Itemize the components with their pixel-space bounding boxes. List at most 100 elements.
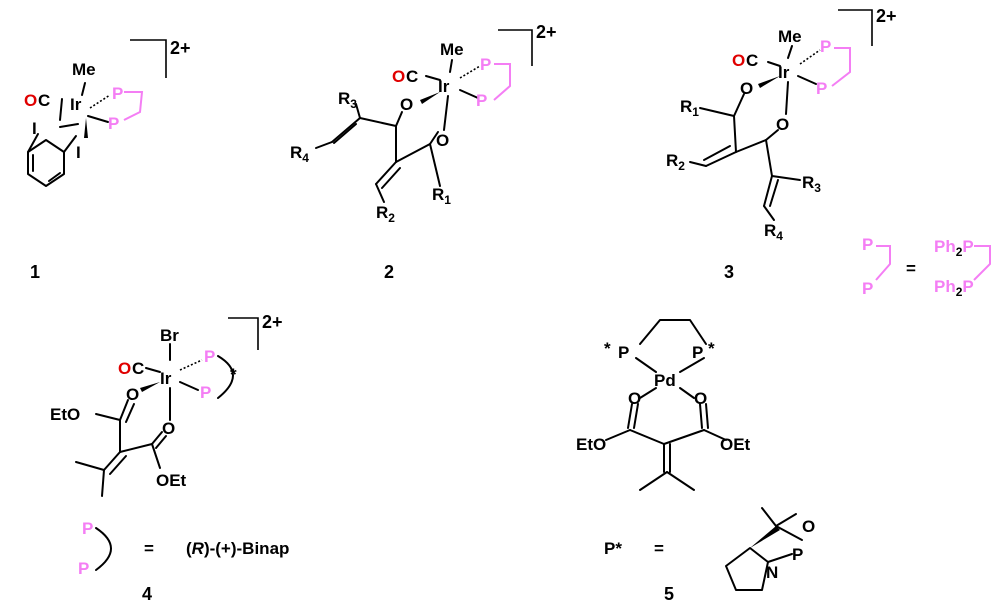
compound-number: 1 [30, 262, 40, 282]
charge-bracket [498, 29, 533, 66]
ester-label-b: OEt [156, 471, 187, 490]
charge-label: 2+ [262, 312, 283, 332]
oxygen-label-b: O [776, 115, 789, 134]
ir-o-wedge [758, 76, 780, 88]
ester-label-b: OEt [720, 435, 751, 454]
iridium-label: Ir [70, 95, 82, 114]
palladium-label: Pd [654, 371, 676, 390]
ring-oxygen: O [802, 517, 815, 536]
ester-label-a: EtO [50, 405, 80, 424]
methyl-label: Me [778, 27, 802, 46]
charge-bracket [838, 9, 873, 46]
ph2p-bottom: Ph2P [934, 277, 974, 299]
legend-p-bottom: P [78, 559, 89, 578]
oxygen-label-a: O [400, 95, 413, 114]
ir-me-bond [81, 82, 86, 96]
iodo-label-b: I [76, 143, 81, 162]
carbonyl-carbon: C [38, 91, 50, 110]
chiral-star: * [230, 365, 237, 384]
ir-p-bond [87, 115, 109, 123]
dppe-backbone [831, 47, 851, 87]
ester-label-a: EtO [576, 435, 606, 454]
oxygen-label-b: O [162, 419, 175, 438]
ph2p-top: Ph2P [934, 237, 974, 259]
r3-label: R3 [338, 89, 357, 111]
legend-p-bottom: P [862, 279, 873, 298]
phosphorus-label-b: P [692, 343, 703, 362]
binap-legend: P P = (R)-(+)-Binap [78, 519, 289, 578]
dppe-structure [973, 245, 991, 281]
charge-label: 2+ [876, 6, 897, 26]
carbonyl-carbon: C [746, 51, 758, 70]
r1-label: R1 [680, 97, 699, 119]
oxygen-label-b: O [436, 131, 449, 150]
ir-p-hashed [89, 94, 111, 109]
r2-label: R2 [376, 203, 395, 225]
iridium-label: Ir [438, 77, 450, 96]
chiral-star-a: * [604, 339, 611, 358]
methyl-label: Me [440, 40, 464, 59]
charge-label: 2+ [170, 38, 191, 58]
phosphorus-label-b: P [108, 114, 119, 133]
carbonyl-carbon: C [132, 359, 144, 378]
legend-p-top: P [82, 519, 93, 538]
ir-co-bond [59, 98, 63, 121]
carbonyl-oxygen: O [732, 51, 745, 70]
ir-o-wedge [140, 382, 160, 392]
compound-4: 2+ Br O C Ir P P * O O EtO OEt 4 [50, 312, 283, 604]
compound-2: 2+ Me O C Ir P P O O R3 R4 R2 R1 2 [290, 22, 557, 282]
dppe-backbone [493, 63, 511, 101]
r2-label: R2 [666, 151, 685, 173]
r4-label: R4 [290, 143, 309, 165]
binap-name: (R)-(+)-Binap [186, 539, 289, 558]
legend-p-top: P [862, 235, 873, 254]
compound-5: * P P * Pd O O EtO OEt 5 [576, 319, 751, 604]
compound-number: 4 [142, 584, 152, 604]
charge-bracket [130, 39, 167, 78]
charge-label: 2+ [536, 22, 557, 42]
ring-nitrogen: N [766, 563, 778, 582]
r1-label: R1 [432, 185, 451, 207]
legend-equals: = [144, 539, 154, 558]
iridium-label: Ir [160, 369, 172, 388]
oxygen-label-a: O [740, 79, 753, 98]
methyl-label: Me [72, 60, 96, 79]
legend-equals: = [654, 539, 664, 558]
compound-1: 2+ Me O C Ir I I P P 1 [24, 38, 191, 282]
phosphorus-label-a: P [618, 343, 629, 362]
binap-symbol [95, 527, 112, 571]
compound-3: 2+ Me O C Ir P P O O R1 R2 R3 R4 3 [666, 6, 897, 282]
stereo-wedge [750, 526, 780, 548]
benzene-ring [27, 139, 65, 187]
carbonyl-oxygen: O [24, 91, 37, 110]
charge-bracket [228, 317, 259, 350]
oxygen-label-b: O [694, 389, 707, 408]
ir-i-bond [59, 123, 79, 128]
diphosphine-backbone [639, 319, 707, 345]
oxygen-label-a: O [628, 389, 641, 408]
r3-label: R3 [802, 173, 821, 195]
compound-number: 5 [664, 584, 674, 604]
phosphorus-label-b: P [200, 383, 211, 402]
phosphorus-label-b: P [476, 91, 487, 110]
phosphorus-label-b: P [816, 79, 827, 98]
iridium-label: Ir [778, 63, 790, 82]
legend-equals: = [906, 259, 916, 278]
bromo-label: Br [160, 326, 179, 345]
r4-label: R4 [764, 221, 783, 243]
dppe-legend: P P = Ph2P Ph2P [862, 235, 991, 299]
ir-o-wedge [420, 92, 440, 104]
ir-i-wedge [84, 118, 88, 138]
compound-number: 3 [724, 262, 734, 282]
phosphorus-label-a: P [820, 37, 831, 56]
dppe-backbone [123, 91, 144, 121]
binap-arc [217, 355, 234, 399]
chiral-star-b: * [708, 339, 715, 358]
phosphorus-label-a: P [480, 55, 491, 74]
ring-phosphorus: P [792, 545, 803, 564]
compound-number: 2 [384, 262, 394, 282]
phosphorus-label-a: P [112, 84, 123, 103]
carbonyl-oxygen: O [392, 67, 405, 86]
pyrrolidine-ring [725, 547, 769, 591]
